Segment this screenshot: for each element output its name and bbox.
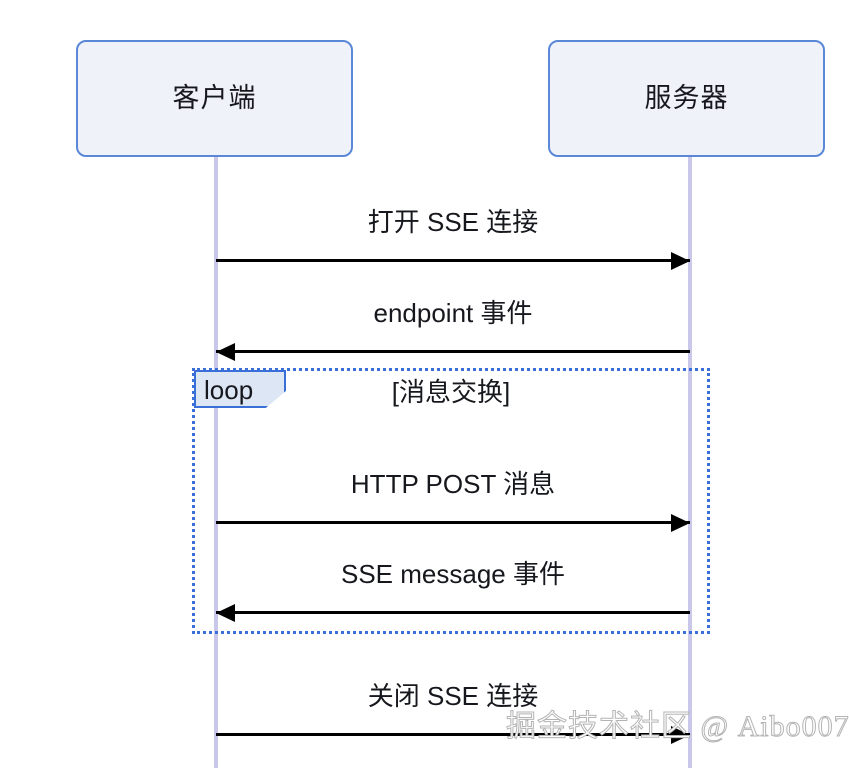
message-line-m4 (216, 611, 690, 614)
loop-fragment-condition: [消息交换] (391, 377, 511, 407)
loop-fragment-frame (192, 368, 710, 634)
arrowhead-left-m2 (216, 343, 235, 361)
watermark-text: 掘金技术社区 @ Aibo007 (506, 710, 849, 744)
loop-fragment-keyword: loop (204, 375, 254, 405)
message-line-m3 (216, 521, 690, 524)
arrowhead-right-m5 (671, 726, 690, 744)
arrowhead-left-m4 (216, 604, 235, 622)
arrowhead-right-m1 (671, 252, 690, 270)
arrowhead-right-m3 (671, 514, 690, 532)
message-label-m2: endpoint 事件 (373, 298, 533, 328)
message-line-m2 (216, 350, 690, 353)
message-label-m5: 关闭 SSE 连接 (367, 681, 539, 711)
participant-label-server: 服务器 (644, 83, 729, 113)
lifeline-server (688, 157, 692, 768)
message-label-m4: SSE message 事件 (341, 559, 565, 589)
participant-box-client[interactable]: 客户端 (76, 40, 353, 157)
message-line-m1 (216, 259, 690, 262)
loop-fragment-tag-shape (194, 370, 286, 408)
participant-label-client: 客户端 (172, 83, 257, 113)
message-label-m1: 打开 SSE 连接 (367, 207, 539, 237)
lifeline-client (214, 157, 218, 768)
message-label-m3: HTTP POST 消息 (350, 469, 556, 499)
participant-box-server[interactable]: 服务器 (548, 40, 825, 157)
message-line-m5 (216, 733, 690, 736)
